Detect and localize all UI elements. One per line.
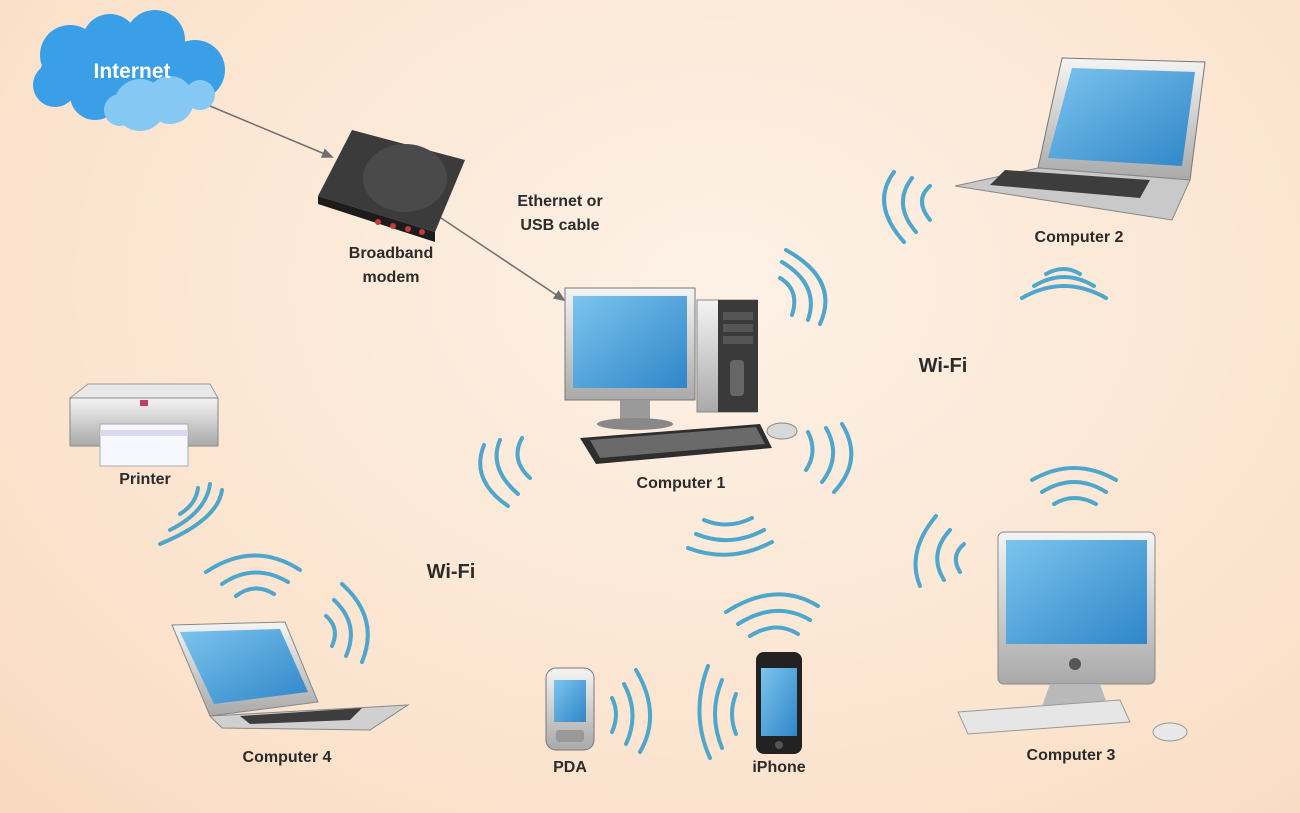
computer4-label: Computer 4 [242, 749, 332, 766]
internet-cloud-icon [33, 10, 225, 131]
modem-label: Broadband modem [348, 245, 434, 286]
cable-label: Ethernet or USB cable [517, 193, 603, 234]
internet-label: Internet [93, 60, 171, 83]
computer3-label: Computer 3 [1026, 747, 1116, 764]
wifi-waves [158, 170, 1118, 760]
internet-to-modem-arrow [209, 105, 334, 158]
computer2-icon [954, 57, 1206, 221]
iphone-label: iPhone [752, 759, 806, 776]
pda-label: PDA [553, 759, 587, 776]
computer1-label: Computer 1 [636, 475, 726, 492]
modem-to-computer1-arrow [431, 211, 566, 302]
modem-icon [318, 130, 465, 242]
iphone-icon [756, 652, 802, 754]
pda-icon [545, 667, 595, 751]
computer2-label: Computer 2 [1034, 229, 1124, 246]
wifi-label-left: Wi-Fi [426, 561, 476, 583]
computer4-icon [171, 621, 410, 731]
printer-icon [68, 383, 219, 467]
wifi-label-right: Wi-Fi [918, 355, 968, 377]
computer1-icon [564, 287, 798, 464]
computer3-icon [957, 531, 1188, 742]
printer-label: Printer [119, 471, 171, 488]
